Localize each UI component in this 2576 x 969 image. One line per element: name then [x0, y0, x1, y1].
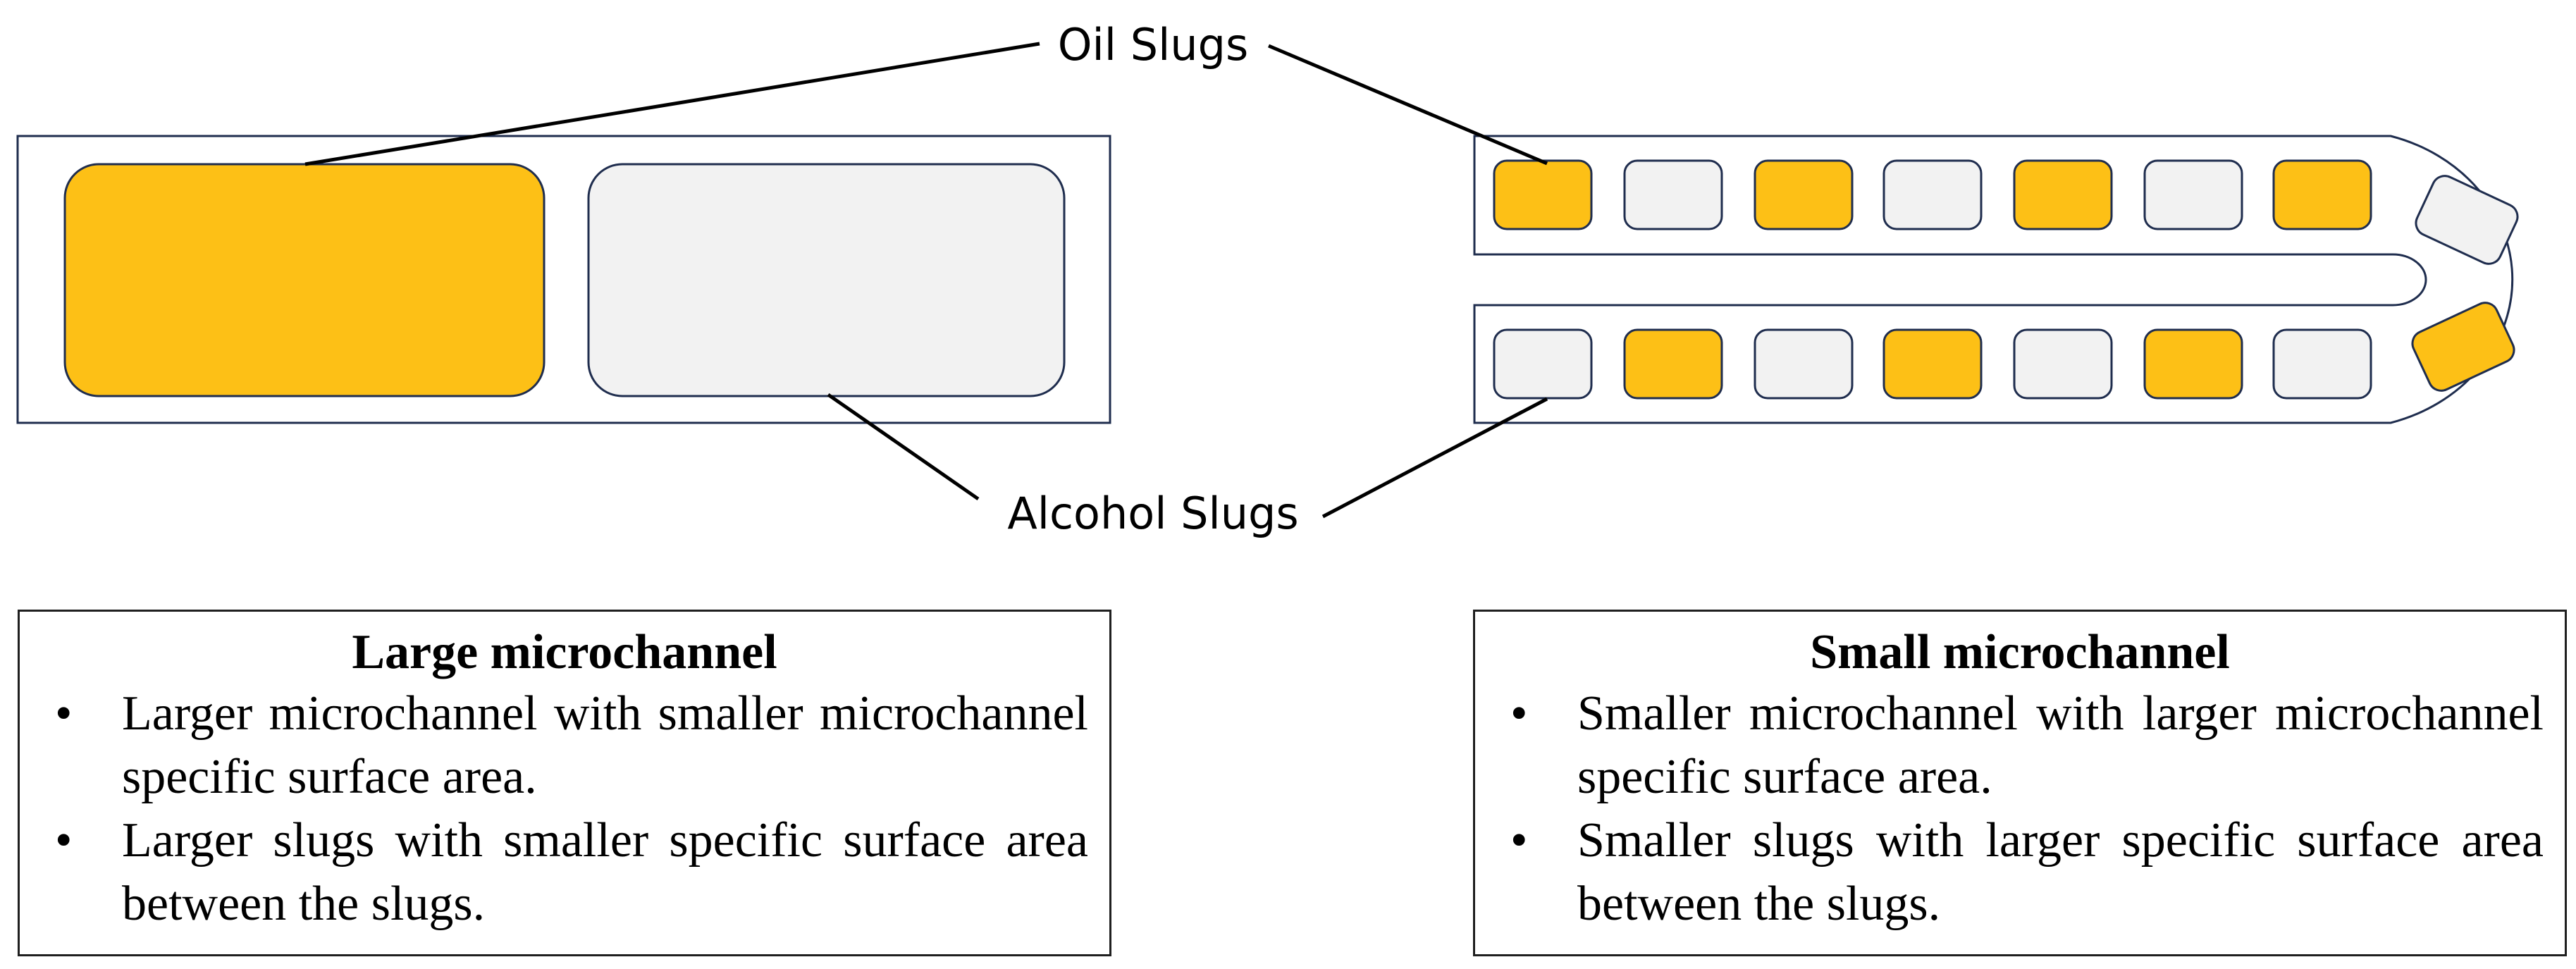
bullet-dot: •	[1510, 813, 1528, 868]
small-panel-title: Small microchannel	[1810, 625, 2230, 679]
small-oil-slug-bend	[2411, 302, 2515, 392]
alcohol-slugs-label: Alcohol Slugs	[1007, 488, 1298, 539]
small-oil-slug-top	[1754, 159, 1854, 230]
oil-leader-left	[304, 42, 1040, 166]
small-panel-bullet-2: • Smaller slugs with larger specific sur…	[1496, 809, 2544, 936]
small-alcohol-slug-bottom	[1754, 328, 1854, 400]
large-panel-bullet-2: • Larger slugs with smaller specific sur…	[41, 809, 1088, 936]
small-alcohol-slug-bottom	[2272, 328, 2372, 400]
small-oil-slug-bottom	[2143, 328, 2243, 400]
small-alcohol-slug-top	[1623, 159, 1723, 230]
bullet-dot: •	[55, 813, 73, 868]
alcohol-leader-right	[1321, 397, 1548, 519]
large-panel-bullet-2-text: Larger slugs with smaller specific surfa…	[122, 813, 1088, 931]
large-panel-bullets: • Larger microchannel with smaller micro…	[41, 682, 1088, 936]
large-panel-bullet-1-text: Larger microchannel with smaller microch…	[122, 686, 1088, 804]
small-panel-bullet-1: • Smaller microchannel with larger micro…	[1496, 682, 2544, 809]
small-oil-slug-bottom	[1623, 328, 1723, 400]
large-panel-bullet-1: • Larger microchannel with smaller micro…	[41, 682, 1088, 809]
small-oil-slug-top	[2013, 159, 2113, 230]
small-alcohol-slug-bend	[2415, 175, 2519, 265]
small-panel-bullet-2-text: Smaller slugs with larger specific surfa…	[1577, 813, 2544, 931]
small-slugs	[1493, 159, 2519, 400]
small-panel-bullet-1-text: Smaller microchannel with larger microch…	[1577, 686, 2544, 804]
large-microchannel-panel: Large microchannel • Larger microchannel…	[18, 610, 1111, 956]
large-oil-slug	[63, 163, 546, 397]
small-oil-slug-bottom	[1882, 328, 1983, 400]
oil-leader-right	[1268, 44, 1548, 166]
small-oil-slug-top	[2272, 159, 2372, 230]
small-alcohol-slug-top	[2143, 159, 2243, 230]
small-alcohol-slug-top	[1882, 159, 1983, 230]
small-oil-slug-top	[1493, 159, 1593, 230]
small-alcohol-slug-bottom	[1493, 328, 1593, 400]
bullet-dot: •	[1510, 686, 1528, 741]
large-panel-title: Large microchannel	[352, 625, 777, 679]
alcohol-leader-left	[827, 393, 980, 501]
oil-slugs-label: Oil Slugs	[1058, 19, 1249, 70]
small-panel-bullets: • Smaller microchannel with larger micro…	[1496, 682, 2544, 936]
small-alcohol-slug-bottom	[2013, 328, 2113, 400]
small-microchannel-panel: Small microchannel • Smaller microchanne…	[1473, 610, 2567, 956]
bullet-dot: •	[55, 686, 73, 741]
large-alcohol-slug	[587, 163, 1066, 397]
